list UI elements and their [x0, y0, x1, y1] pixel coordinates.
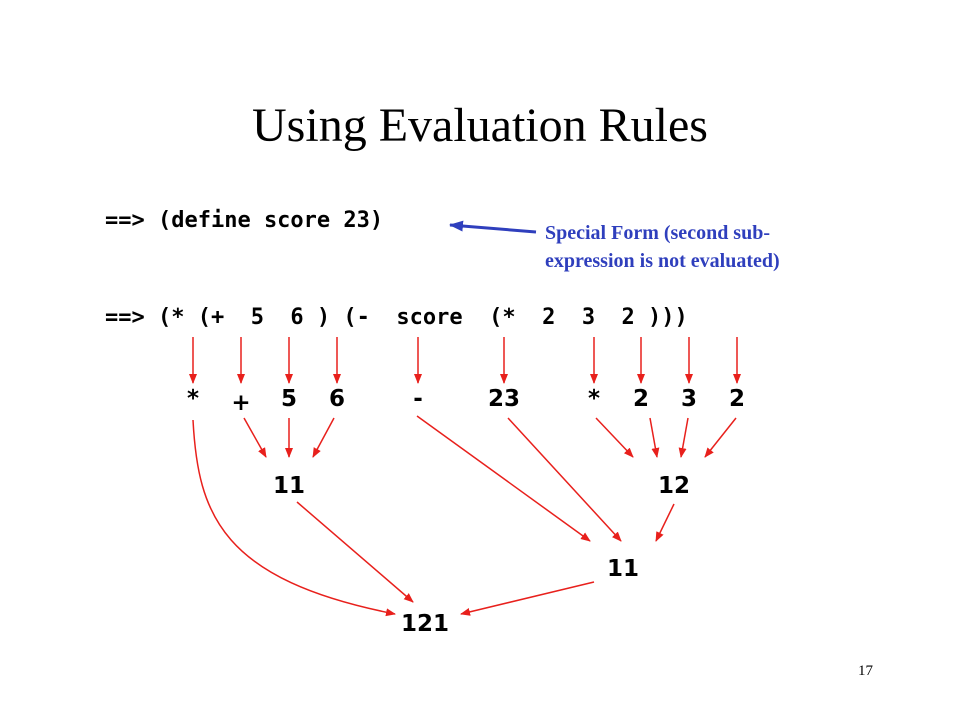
apply-arrow-11-diff — [460, 581, 595, 616]
apply-arrow-6 — [312, 417, 335, 458]
value-add-procedure: + — [231, 390, 251, 416]
apply-arrow-plus — [243, 417, 267, 458]
page-number: 17 — [858, 663, 873, 679]
value-3: 3 — [680, 386, 698, 412]
result-product: 12 — [657, 473, 691, 499]
annotation-line-2: expression is not evaluated) — [545, 250, 780, 272]
value-5: 5 — [280, 386, 298, 412]
define-expression: ==> (define score 23) — [105, 208, 384, 233]
apply-arrow-12 — [655, 503, 675, 542]
apply-arrow-23 — [507, 417, 622, 542]
value-score: 23 — [487, 386, 521, 412]
value-multiply-procedure-2: * — [587, 386, 601, 412]
value-6: 6 — [328, 386, 346, 412]
value-2b: 2 — [728, 386, 746, 412]
apply-arrow-3 — [678, 417, 689, 458]
apply-arrow-2a — [649, 417, 660, 458]
result-difference: 11 — [606, 556, 640, 582]
result-final: 121 — [400, 611, 450, 637]
apply-arrow-minus — [416, 415, 591, 542]
value-multiply-procedure: * — [186, 386, 200, 412]
annotation-line-1: Special Form (second sub- — [545, 222, 770, 244]
special-form-arrow — [449, 220, 537, 234]
special-form-annotation: Special Form (second sub- expression is … — [545, 219, 780, 275]
result-sum: 11 — [272, 473, 306, 499]
apply-arrow-star — [192, 419, 396, 617]
value-2a: 2 — [632, 386, 650, 412]
compound-expression: ==> (* (+ 5 6 ) (- score (* 2 3 2 ))) — [105, 305, 688, 330]
apply-arrow-star-2 — [595, 417, 634, 458]
value-subtract-procedure: - — [413, 386, 423, 412]
apply-arrow-11-sum — [296, 501, 414, 603]
apply-arrow-2b — [704, 417, 737, 458]
slide-title: Using Evaluation Rules — [252, 99, 708, 152]
